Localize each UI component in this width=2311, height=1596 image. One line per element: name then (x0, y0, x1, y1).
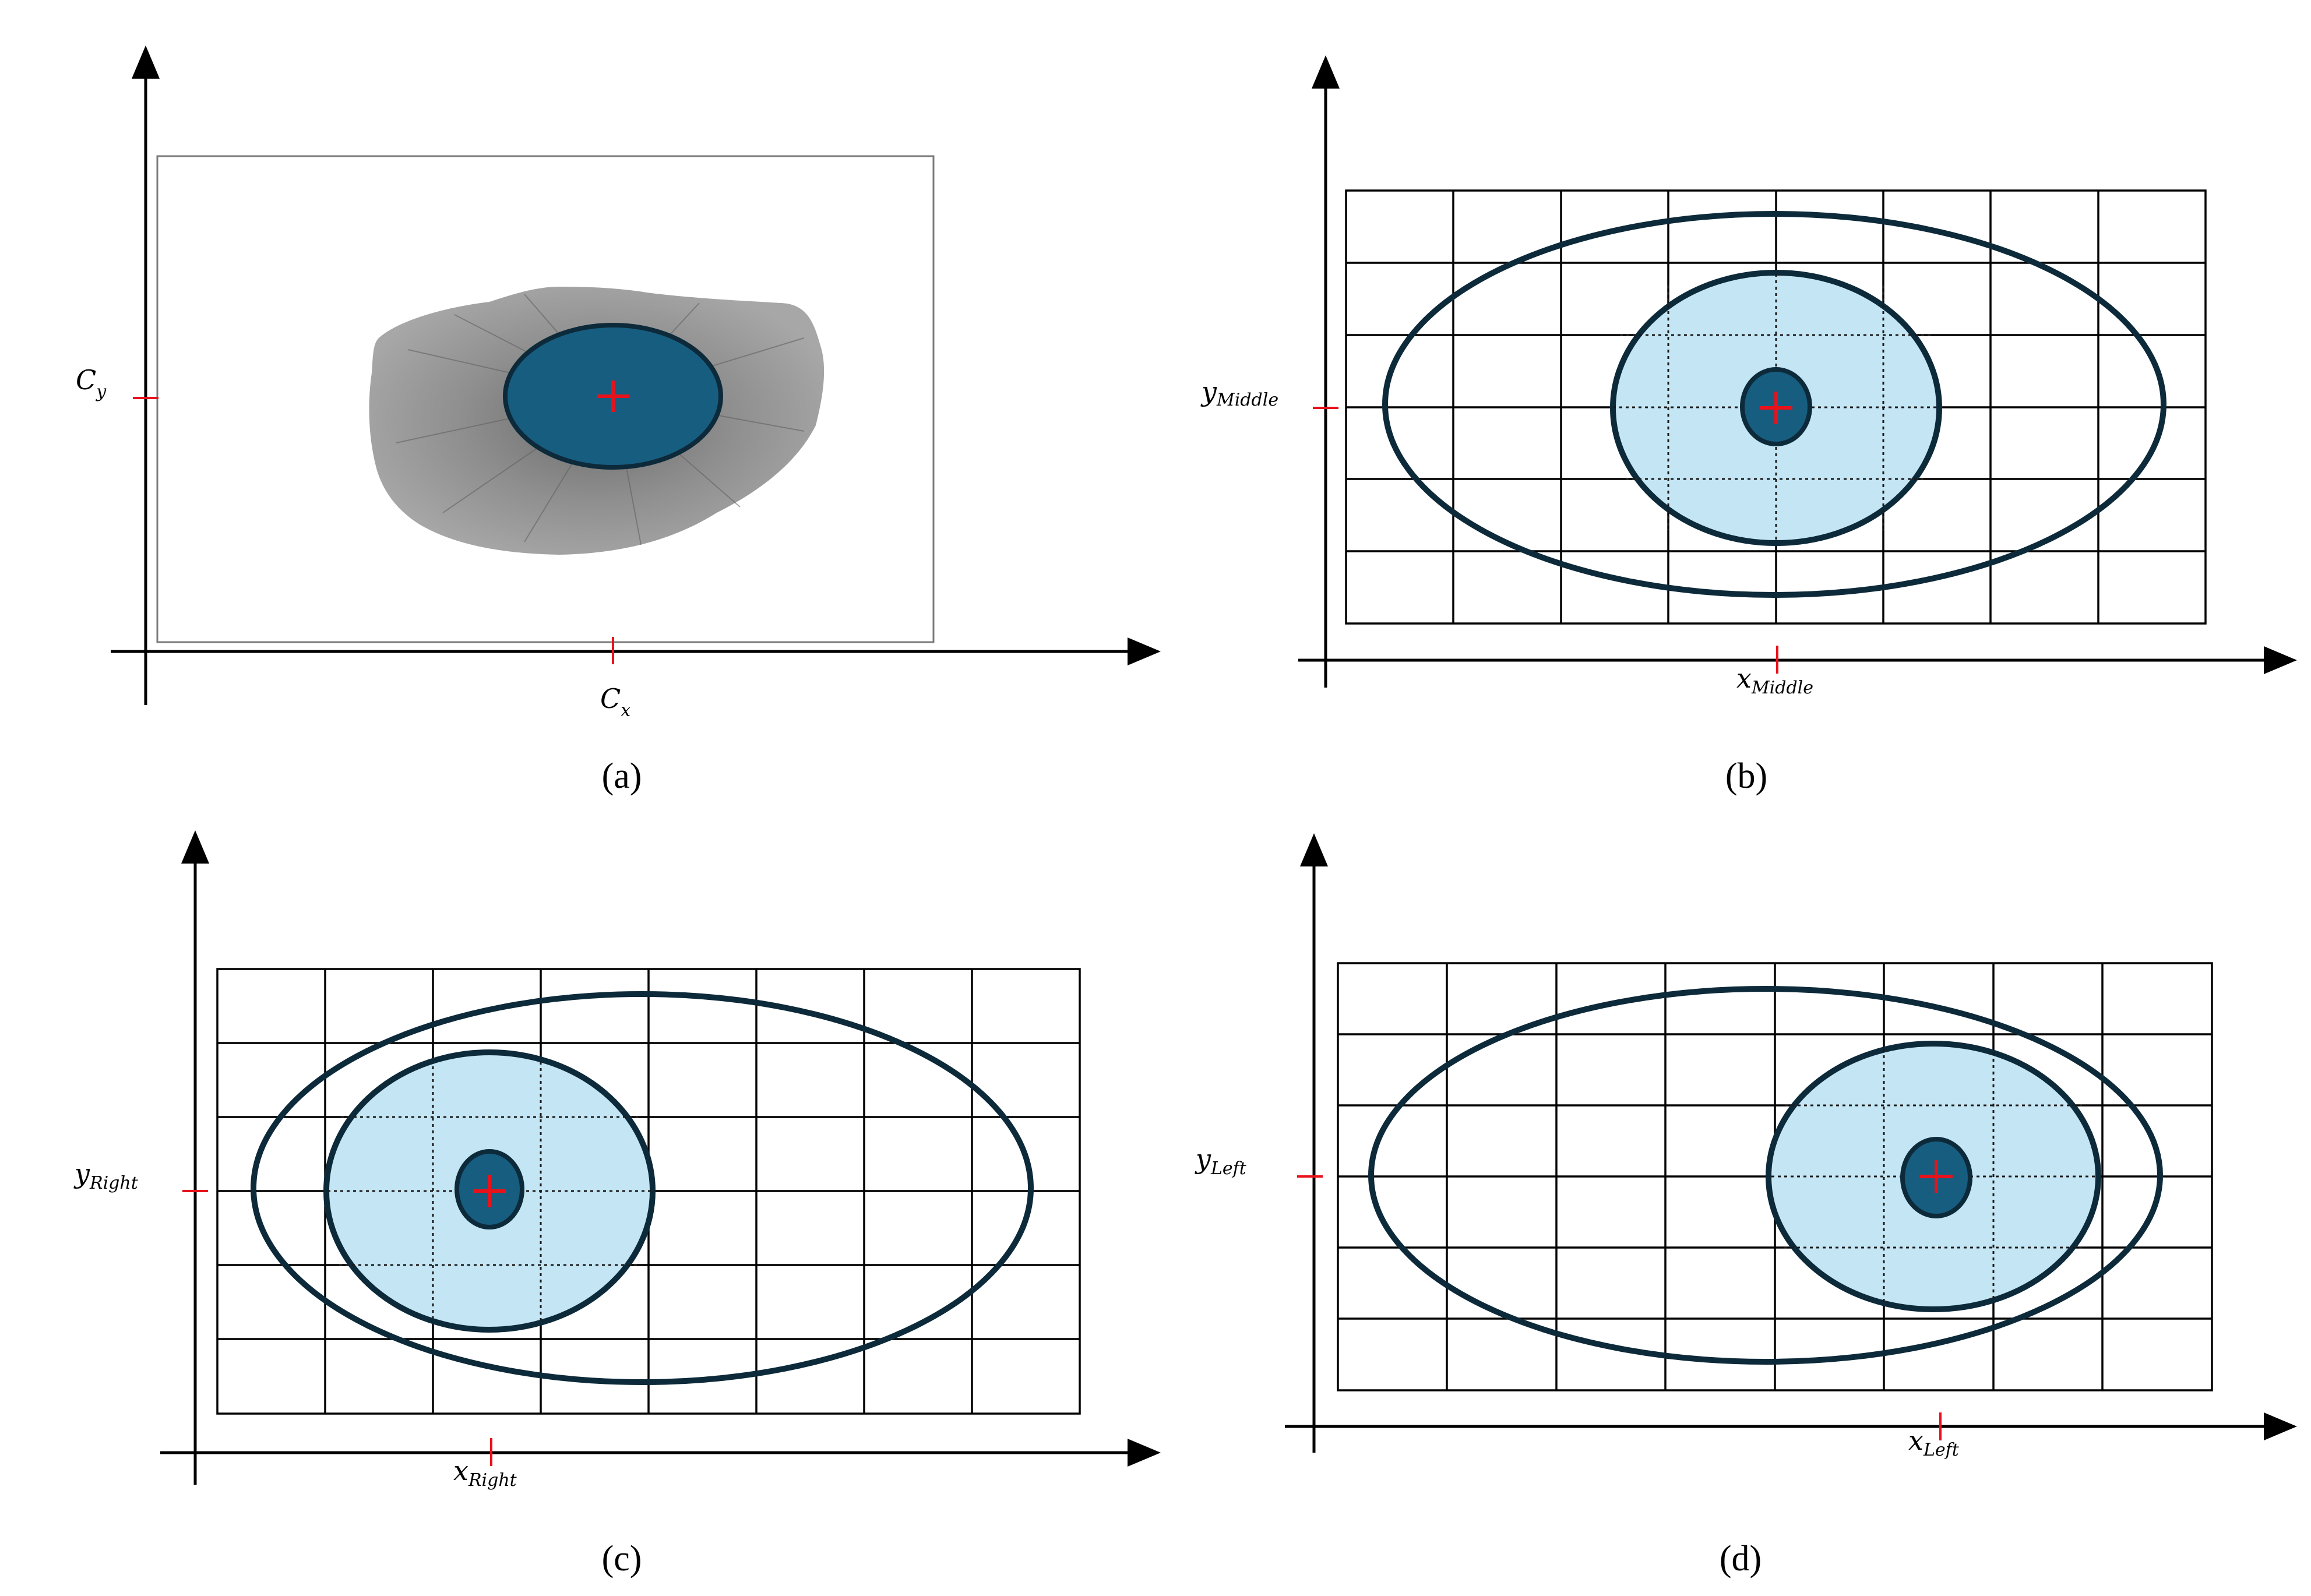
panel-b-caption: (b) (1725, 756, 1767, 796)
panel-b-y-label: yMiddle (1200, 376, 1278, 410)
panel-a-y-arrow (132, 45, 160, 79)
panel-a-x-arrow (1128, 637, 1161, 665)
panel-c-x-arrow (1128, 1439, 1161, 1467)
panel-d-caption: (d) (1720, 1539, 1762, 1579)
panel-b-center-cross (1760, 392, 1792, 424)
panel-d-y-label: yLeft (1195, 1143, 1247, 1179)
panel-b-x-label: xMiddle (1736, 663, 1813, 698)
panel-c-x-label: xRight (453, 1455, 517, 1491)
panel-b-x-arrow (2264, 646, 2297, 674)
panel-c-grid (216, 968, 1081, 1415)
panel-c-y-label: yRight (73, 1158, 139, 1193)
panel-d-x-arrow (2264, 1412, 2297, 1440)
panel-b-y-arrow (1312, 55, 1340, 89)
panel-c-eye-outline (251, 991, 1034, 1385)
panel-c-y-arrow (181, 830, 209, 864)
panel-a-center-cross (597, 380, 629, 412)
panel-a: Cy Cx (a) (76, 45, 1161, 796)
panel-b: yMiddle xMiddle (b) (1200, 55, 2297, 796)
panel-d-x-label: xLeft (1908, 1425, 1960, 1460)
panel-b-eye-outline (1382, 211, 2166, 598)
panel-d: yLeft xLeft (d) (1195, 833, 2297, 1579)
panel-d-center-cross (1920, 1160, 1953, 1193)
panel-d-y-arrow (1300, 833, 1328, 866)
panel-a-y-label: Cy (76, 364, 107, 402)
panel-c-caption: (c) (602, 1539, 642, 1579)
panel-a-caption: (a) (602, 756, 642, 796)
panel-c-center-cross (473, 1175, 506, 1207)
panel-a-x-label: Cx (600, 683, 630, 721)
panel-c: yRight xRight (c) (73, 830, 1161, 1579)
panel-d-eye-outline (1368, 986, 2163, 1365)
